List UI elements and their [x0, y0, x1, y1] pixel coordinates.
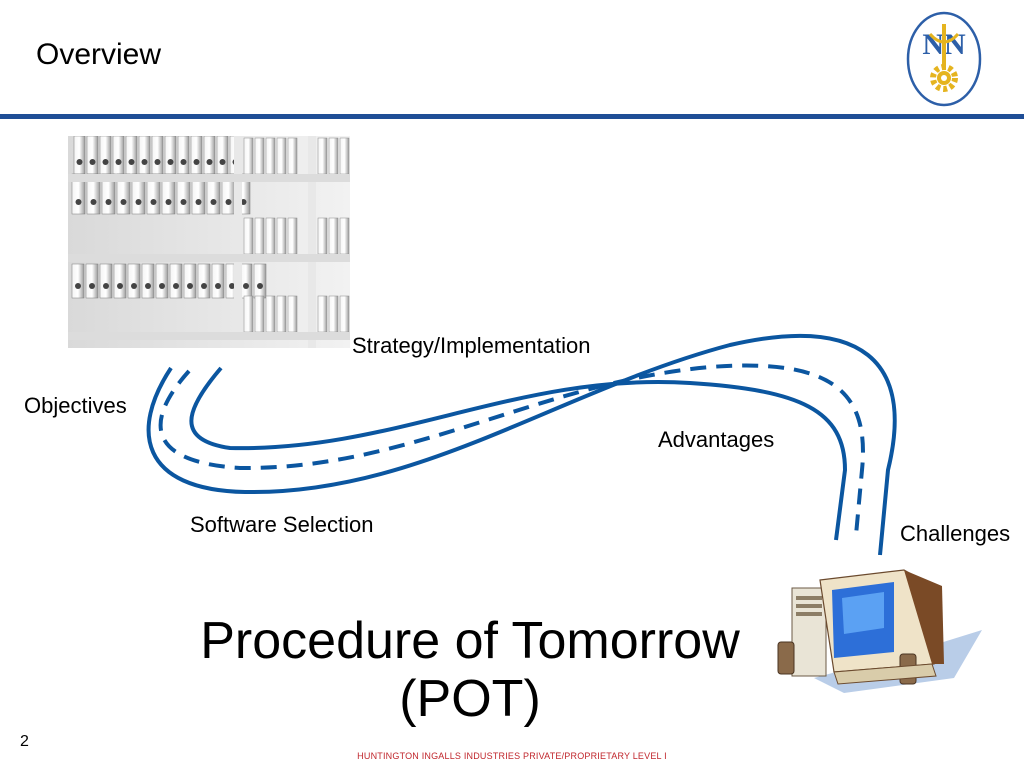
company-logo: NN [906, 11, 982, 107]
main-title: Procedure of Tomorrow (POT) [170, 612, 770, 728]
main-title-line-1: Procedure of Tomorrow [200, 612, 740, 670]
label-software-selection: Software Selection [190, 512, 374, 537]
label-challenges: Challenges [900, 521, 1011, 546]
computer-icon [777, 569, 982, 693]
page-number: 2 [20, 733, 29, 750]
header-rule [0, 114, 1024, 119]
label-advantages: Advantages [658, 427, 775, 452]
label-objectives: Objectives [24, 393, 127, 418]
binder-shelf-image [68, 136, 350, 348]
main-title-line-2: (POT) [399, 670, 541, 728]
slide-title: Overview [36, 38, 162, 71]
footer-classification: HUNTINGTON INGALLS INDUSTRIES PRIVATE/PR… [357, 751, 667, 761]
label-strategy-implementation: Strategy/Implementation [352, 333, 591, 358]
